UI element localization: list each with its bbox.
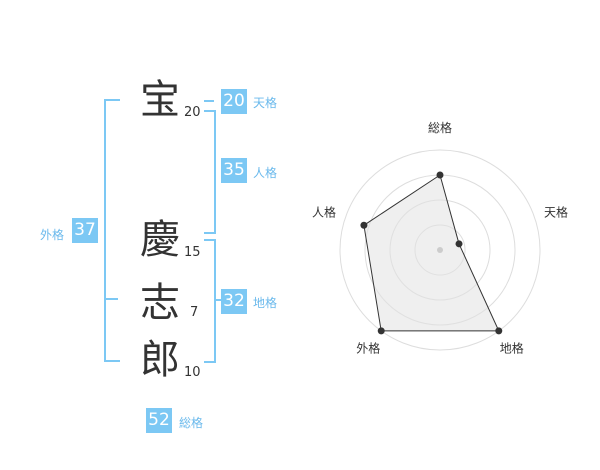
radar-point-3 xyxy=(377,327,385,335)
jinkaku-bracket xyxy=(204,110,216,234)
tenkaku-label: 天格 xyxy=(253,96,278,110)
radar-point-0 xyxy=(436,171,444,179)
radar-center-dot xyxy=(437,247,443,253)
gaikaku-label: 外格 xyxy=(40,228,65,242)
stroke-count-3: 7 xyxy=(190,305,199,320)
radar-ring-4 xyxy=(339,149,541,351)
radar-series-polygon xyxy=(363,174,500,332)
soukaku-label: 総格 xyxy=(179,416,204,430)
radar-axis-label-4: 人格 xyxy=(312,204,336,219)
radar-axis-label-0: 総格 xyxy=(428,120,452,135)
gaikaku-bracket xyxy=(104,99,120,362)
jinkaku-badge: 35 xyxy=(221,158,247,183)
tenkaku-bracket xyxy=(204,100,214,102)
chikaku-label: 地格 xyxy=(253,296,278,310)
jinkaku-label: 人格 xyxy=(253,166,278,180)
radar-point-1 xyxy=(455,240,463,248)
chikaku-bracket xyxy=(204,239,216,363)
name-char-4: 郎 xyxy=(140,337,180,383)
stroke-count-1: 20 xyxy=(184,105,201,120)
name-char-1: 宝 xyxy=(140,77,180,123)
chikaku-badge: 32 xyxy=(221,289,247,314)
radar-axis-label-2: 地格 xyxy=(500,341,524,356)
gaikaku-badge: 37 xyxy=(72,218,98,243)
soukaku-badge: 52 xyxy=(146,408,172,433)
tenkaku-badge: 20 xyxy=(221,89,247,114)
name-char-2: 慶 xyxy=(140,217,180,263)
name-char-3: 志 xyxy=(140,280,180,326)
stroke-count-4: 10 xyxy=(184,365,201,380)
radar-axis-label-1: 天格 xyxy=(544,204,568,219)
radar-axis-label-3: 外格 xyxy=(356,341,380,356)
radar-point-2 xyxy=(495,327,503,335)
gaikaku-bracket-tick xyxy=(104,298,118,300)
chikaku-bracket-tick xyxy=(214,299,222,301)
stroke-count-2: 15 xyxy=(184,245,201,260)
radar-point-4 xyxy=(360,221,368,229)
